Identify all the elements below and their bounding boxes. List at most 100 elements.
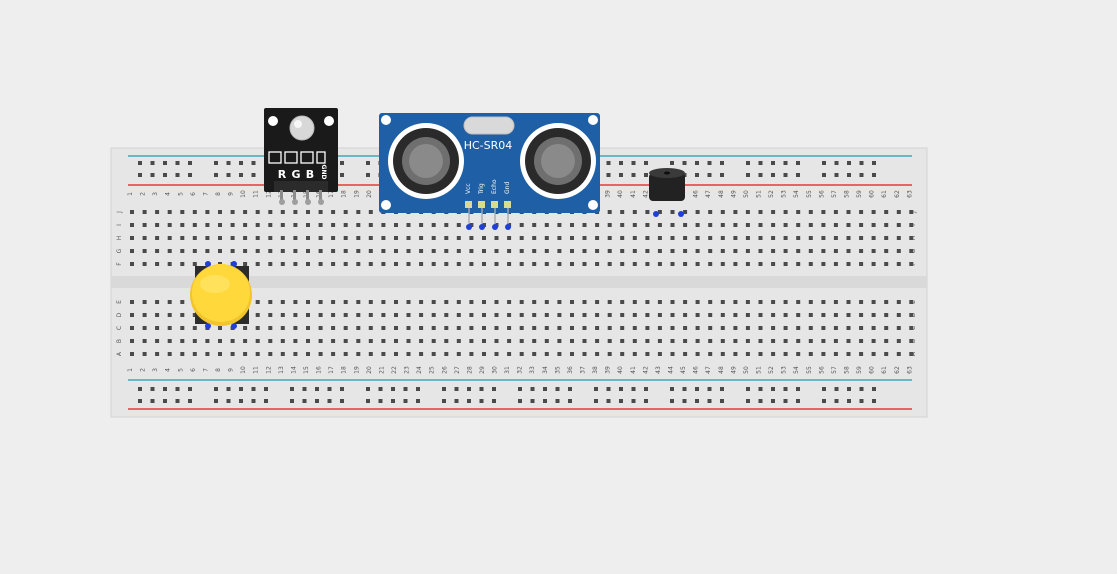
rail-hole[interactable] — [239, 387, 243, 391]
rail-hole[interactable] — [239, 161, 243, 165]
rail-hole[interactable] — [251, 173, 256, 177]
terminal-hole[interactable] — [482, 326, 486, 330]
terminal-hole[interactable] — [670, 339, 675, 343]
terminal-hole[interactable] — [507, 313, 512, 317]
rail-hole[interactable] — [327, 387, 332, 391]
terminal-hole[interactable] — [356, 236, 361, 240]
terminal-hole[interactable] — [419, 352, 424, 356]
rail-hole[interactable] — [644, 161, 648, 165]
terminal-hole[interactable] — [180, 223, 185, 227]
terminal-hole[interactable] — [821, 236, 826, 240]
terminal-hole[interactable] — [833, 210, 838, 214]
rail-hole[interactable] — [214, 387, 218, 391]
terminal-hole[interactable] — [519, 352, 524, 356]
terminal-hole[interactable] — [708, 236, 713, 240]
terminal-hole[interactable] — [155, 236, 160, 240]
terminal-hole[interactable] — [167, 300, 172, 304]
terminal-hole[interactable] — [833, 313, 838, 317]
terminal-hole[interactable] — [896, 236, 901, 240]
terminal-hole[interactable] — [620, 236, 625, 240]
terminal-hole[interactable] — [758, 300, 763, 304]
terminal-hole[interactable] — [859, 352, 864, 356]
terminal-hole[interactable] — [708, 326, 713, 330]
terminal-hole[interactable] — [507, 249, 512, 253]
terminal-hole[interactable] — [394, 352, 398, 356]
terminal-hole[interactable] — [406, 339, 411, 343]
terminal-hole[interactable] — [846, 352, 851, 356]
terminal-hole[interactable] — [167, 313, 172, 317]
terminal-hole[interactable] — [456, 326, 461, 330]
terminal-hole[interactable] — [280, 223, 285, 227]
rail-hole[interactable] — [518, 399, 522, 403]
terminal-hole[interactable] — [280, 339, 285, 343]
terminal-hole[interactable] — [293, 236, 298, 240]
terminal-hole[interactable] — [645, 249, 650, 253]
terminal-hole[interactable] — [255, 339, 260, 343]
rail-hole[interactable] — [872, 399, 876, 403]
terminal-hole[interactable] — [645, 210, 650, 214]
terminal-hole[interactable] — [343, 249, 348, 253]
terminal-hole[interactable] — [167, 352, 172, 356]
terminal-hole[interactable] — [833, 262, 838, 266]
terminal-hole[interactable] — [368, 249, 373, 253]
terminal-hole[interactable] — [771, 339, 776, 343]
terminal-hole[interactable] — [419, 262, 424, 266]
rail-hole[interactable] — [707, 161, 712, 165]
terminal-hole[interactable] — [381, 339, 386, 343]
terminal-hole[interactable] — [469, 236, 474, 240]
terminal-hole[interactable] — [306, 339, 310, 343]
rail-hole[interactable] — [327, 399, 332, 403]
terminal-hole[interactable] — [859, 210, 864, 214]
terminal-hole[interactable] — [331, 313, 336, 317]
terminal-hole[interactable] — [243, 352, 248, 356]
terminal-hole[interactable] — [632, 210, 637, 214]
terminal-hole[interactable] — [456, 249, 461, 253]
rail-hole[interactable] — [783, 173, 788, 177]
terminal-hole[interactable] — [859, 313, 864, 317]
terminal-hole[interactable] — [419, 339, 424, 343]
terminal-hole[interactable] — [494, 339, 499, 343]
terminal-hole[interactable] — [230, 352, 235, 356]
terminal-hole[interactable] — [733, 249, 738, 253]
terminal-hole[interactable] — [871, 262, 876, 266]
terminal-hole[interactable] — [859, 326, 864, 330]
rail-hole[interactable] — [188, 399, 192, 403]
rail-hole[interactable] — [746, 173, 750, 177]
terminal-hole[interactable] — [142, 339, 147, 343]
terminal-hole[interactable] — [544, 326, 549, 330]
terminal-hole[interactable] — [431, 300, 436, 304]
rail-hole[interactable] — [847, 399, 851, 403]
terminal-hole[interactable] — [519, 313, 524, 317]
terminal-hole[interactable] — [833, 326, 838, 330]
terminal-hole[interactable] — [431, 326, 436, 330]
terminal-hole[interactable] — [745, 210, 750, 214]
terminal-hole[interactable] — [557, 300, 562, 304]
terminal-hole[interactable] — [306, 313, 310, 317]
terminal-hole[interactable] — [632, 326, 637, 330]
rail-hole[interactable] — [226, 161, 231, 165]
rail-hole[interactable] — [682, 161, 687, 165]
terminal-hole[interactable] — [192, 210, 197, 214]
terminal-hole[interactable] — [494, 236, 499, 240]
rail-hole[interactable] — [834, 173, 839, 177]
terminal-hole[interactable] — [394, 249, 398, 253]
rail-hole[interactable] — [631, 399, 636, 403]
rail-hole[interactable] — [758, 173, 763, 177]
terminal-hole[interactable] — [155, 262, 160, 266]
terminal-hole[interactable] — [620, 262, 625, 266]
rail-hole[interactable] — [264, 399, 268, 403]
rail-hole[interactable] — [302, 387, 307, 391]
terminal-hole[interactable] — [381, 262, 386, 266]
terminal-hole[interactable] — [368, 339, 373, 343]
rail-hole[interactable] — [530, 387, 535, 391]
buzzer-pin-marker[interactable] — [653, 211, 659, 217]
terminal-hole[interactable] — [544, 236, 549, 240]
terminal-hole[interactable] — [896, 313, 901, 317]
terminal-hole[interactable] — [896, 262, 901, 266]
rail-hole[interactable] — [822, 387, 826, 391]
terminal-hole[interactable] — [268, 249, 273, 253]
terminal-hole[interactable] — [871, 313, 876, 317]
terminal-hole[interactable] — [632, 223, 637, 227]
rail-hole[interactable] — [834, 161, 839, 165]
terminal-hole[interactable] — [130, 249, 134, 253]
